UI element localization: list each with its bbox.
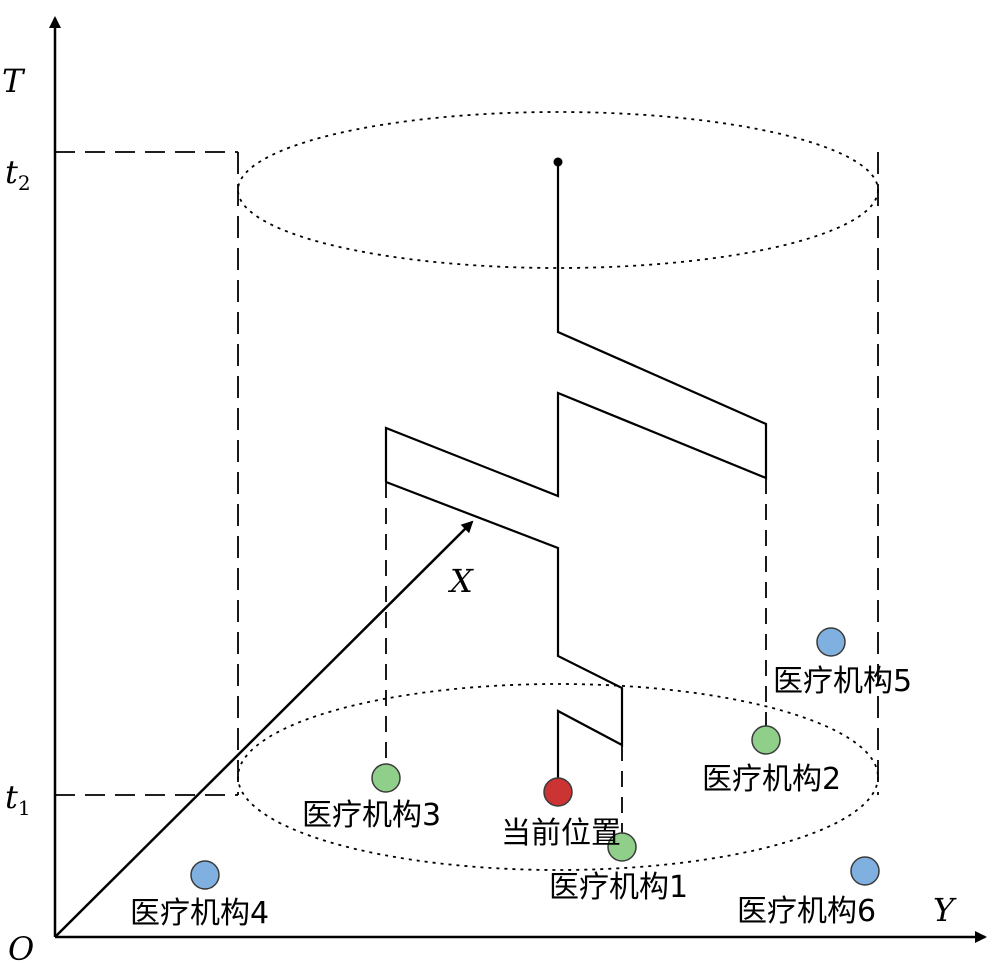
medical-institution-3-point (371, 763, 401, 793)
y-axis-label: Y (933, 891, 957, 929)
medical-institution-2-point (751, 725, 781, 755)
x-axis (54, 520, 474, 938)
current-position-point (543, 777, 573, 807)
x-axis-label: X (447, 562, 474, 600)
trajectory (384, 162, 768, 792)
path-lower-segment (385, 480, 624, 792)
medical-institution-6-point (850, 856, 880, 886)
current-position-label: 当前位置 (501, 816, 621, 851)
medical-institution-2-label: 医疗机构2 (702, 762, 841, 797)
path-top-segment (384, 162, 768, 498)
medical-institution-5-point (816, 627, 846, 657)
trajectory-end-dot (553, 157, 563, 167)
medical-institution-1-point (607, 832, 637, 862)
medical-institution-5-label: 医疗机构5 (773, 664, 912, 699)
t1-label: t1 (5, 778, 31, 820)
medical-institution-1-label: 医疗机构1 (549, 870, 688, 905)
medical-institution-4-label: 医疗机构4 (130, 896, 269, 931)
origin-label: O (8, 930, 34, 963)
t2-label: t2 (5, 153, 31, 195)
medical-institution-6-label: 医疗机构6 (737, 894, 876, 929)
medical-institution-3-label: 医疗机构3 (302, 798, 441, 833)
medical-institution-4-point (190, 860, 220, 890)
t-axis-label: T (2, 62, 26, 100)
